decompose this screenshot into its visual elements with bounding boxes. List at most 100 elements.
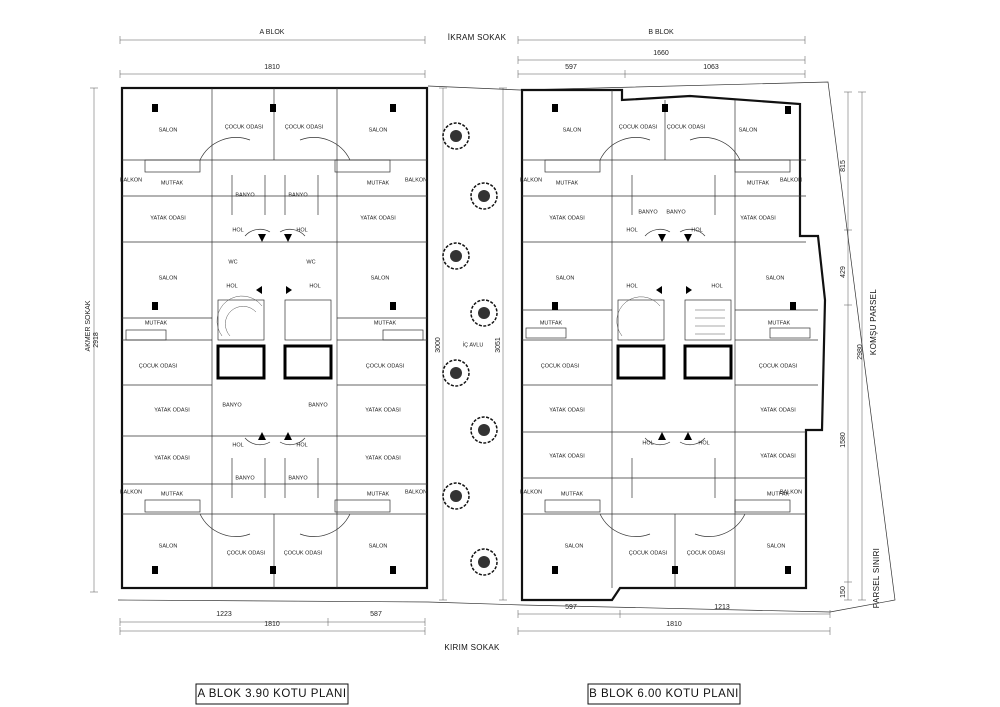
a-left-dim: 2918 bbox=[93, 332, 100, 348]
a-right-dim: 3000 bbox=[435, 337, 442, 353]
a-mutfak-4: MUTFAK bbox=[374, 320, 397, 326]
a-banyo-4: BANYO bbox=[308, 402, 328, 408]
b-hol-6: HOL bbox=[698, 440, 709, 446]
a-banyo-1: BANYO bbox=[235, 192, 255, 198]
a-cocuk-4: ÇOCUK ODASI bbox=[366, 363, 405, 369]
b-top-right: 1063 bbox=[703, 64, 719, 71]
a-mutfak-2: MUTFAK bbox=[367, 180, 390, 186]
a-cocuk-2: ÇOCUK ODASI bbox=[285, 124, 324, 130]
a-cocuk-5: ÇOCUK ODASI bbox=[227, 550, 266, 556]
b-banyo-1: BANYO bbox=[638, 209, 658, 215]
b-mutfak-4: MUTFAK bbox=[768, 320, 791, 326]
b-hol-5: HOL bbox=[642, 440, 653, 446]
b-cocuk-3: ÇOCUK ODASI bbox=[541, 363, 580, 369]
b-cocuk-5: ÇOCUK ODASI bbox=[629, 550, 668, 556]
tree-icon bbox=[470, 548, 498, 576]
b-hol-2: HOL bbox=[691, 227, 702, 233]
a-block-title: A BLOK 3.90 KOTU PLANI bbox=[197, 688, 346, 700]
a-hol-6: HOL bbox=[296, 442, 307, 448]
b-mutfak-2: MUTFAK bbox=[747, 180, 770, 186]
a-hol-4: HOL bbox=[309, 283, 320, 289]
b-bottom-left: 597 bbox=[565, 604, 577, 611]
b-right-dim-4: 150 bbox=[840, 586, 847, 598]
a-salon-1: SALON bbox=[159, 127, 178, 133]
b-block-plan: SALON ÇOCUK ODASI ÇOCUK ODASI SALON BALK… bbox=[520, 88, 827, 602]
a-cocuk-1: ÇOCUK ODASI bbox=[225, 124, 264, 130]
b-yatak-3: YATAK ODASI bbox=[549, 407, 585, 413]
b-bottom-total: 1810 bbox=[666, 621, 682, 628]
tree-icon bbox=[470, 299, 498, 327]
b-mutfak-1: MUTFAK bbox=[556, 180, 579, 186]
tree-icon bbox=[442, 359, 470, 387]
b-yatak-4: YATAK ODASI bbox=[760, 407, 796, 413]
a-hol-3: HOL bbox=[226, 283, 237, 289]
b-mutfak-5: MUTFAK bbox=[561, 491, 584, 497]
b-right-dim-1: 815 bbox=[840, 160, 847, 172]
b-salon-6: SALON bbox=[767, 543, 786, 549]
tree-icon bbox=[442, 122, 470, 150]
a-yatak-2: YATAK ODASI bbox=[360, 215, 396, 221]
a-mutfak-5: MUTFAK bbox=[161, 491, 184, 497]
b-right-total: 2980 bbox=[857, 344, 864, 360]
top-street-label: İKRAM SOKAK bbox=[448, 33, 507, 42]
courtyard-label: İÇ AVLU bbox=[463, 341, 484, 348]
a-hol-2: HOL bbox=[296, 227, 307, 233]
b-bottom-right: 1213 bbox=[714, 604, 730, 611]
b-hol-1: HOL bbox=[626, 227, 637, 233]
b-block-title-box: B BLOK 6.00 KOTU PLANI bbox=[587, 683, 741, 705]
a-balkon-4: BALKON bbox=[405, 489, 427, 495]
a-wc-2: WC bbox=[306, 259, 315, 265]
a-salon-4: SALON bbox=[371, 275, 390, 281]
b-yatak-5: YATAK ODASI bbox=[549, 453, 585, 459]
a-cocuk-6: ÇOCUK ODASI bbox=[284, 550, 323, 556]
tree-icon bbox=[442, 242, 470, 270]
a-block-plan: SALON ÇOCUK ODASI ÇOCUK ODASI SALON BALK… bbox=[120, 86, 429, 590]
tree-icon bbox=[470, 182, 498, 210]
a-block-title-box: A BLOK 3.90 KOTU PLANI bbox=[195, 683, 349, 705]
parcel-boundary bbox=[117, 81, 896, 613]
courtyard-trees bbox=[442, 122, 498, 576]
b-right-dim-2: 429 bbox=[840, 266, 847, 278]
b-salon-2: SALON bbox=[739, 127, 758, 133]
a-salon-3: SALON bbox=[159, 275, 178, 281]
a-bottom-right: 587 bbox=[370, 611, 382, 618]
a-banyo-6: BANYO bbox=[288, 475, 308, 481]
a-salon-5: SALON bbox=[159, 543, 178, 549]
b-banyo-2: BANYO bbox=[666, 209, 686, 215]
right-street-label: KOMŞU PARSEL bbox=[869, 289, 878, 355]
a-salon-6: SALON bbox=[369, 543, 388, 549]
a-mutfak-1: MUTFAK bbox=[161, 180, 184, 186]
b-cocuk-2: ÇOCUK ODASI bbox=[667, 124, 706, 130]
b-salon-5: SALON bbox=[565, 543, 584, 549]
a-salon-2: SALON bbox=[369, 127, 388, 133]
a-yatak-4: YATAK ODASI bbox=[365, 407, 401, 413]
b-balkon-4: BALKON bbox=[780, 489, 802, 495]
b-yatak-2: YATAK ODASI bbox=[740, 215, 776, 221]
a-cocuk-3: ÇOCUK ODASI bbox=[139, 363, 178, 369]
b-block-title: B BLOK 6.00 KOTU PLANI bbox=[589, 688, 739, 700]
b-hol-3: HOL bbox=[626, 283, 637, 289]
b-yatak-6: YATAK ODASI bbox=[760, 453, 796, 459]
b-hol-4: HOL bbox=[711, 283, 722, 289]
b-mutfak-6: MUTFAK bbox=[767, 491, 790, 497]
a-block-header: A BLOK bbox=[260, 29, 285, 36]
a-balkon-2: BALKON bbox=[405, 177, 427, 183]
a-banyo-3: BANYO bbox=[222, 402, 242, 408]
a-yatak-1: YATAK ODASI bbox=[150, 215, 186, 221]
parcel-boundary-label: PARSEL SINIRI bbox=[872, 548, 881, 608]
a-yatak-6: YATAK ODASI bbox=[365, 455, 401, 461]
a-bottom-total: 1810 bbox=[264, 621, 280, 628]
a-hol-1: HOL bbox=[232, 227, 243, 233]
b-left-dim: 3051 bbox=[495, 337, 502, 353]
b-salon-1: SALON bbox=[563, 127, 582, 133]
a-mutfak-3: MUTFAK bbox=[145, 320, 168, 326]
a-hol-5: HOL bbox=[232, 442, 243, 448]
b-salon-3: SALON bbox=[556, 275, 575, 281]
a-wc-1: WC bbox=[228, 259, 237, 265]
b-right-dim-3: 1580 bbox=[840, 432, 847, 448]
a-banyo-5: BANYO bbox=[235, 475, 255, 481]
tree-icon bbox=[470, 416, 498, 444]
b-cocuk-1: ÇOCUK ODASI bbox=[619, 124, 658, 130]
b-balkon-3: BALKON bbox=[520, 489, 542, 495]
